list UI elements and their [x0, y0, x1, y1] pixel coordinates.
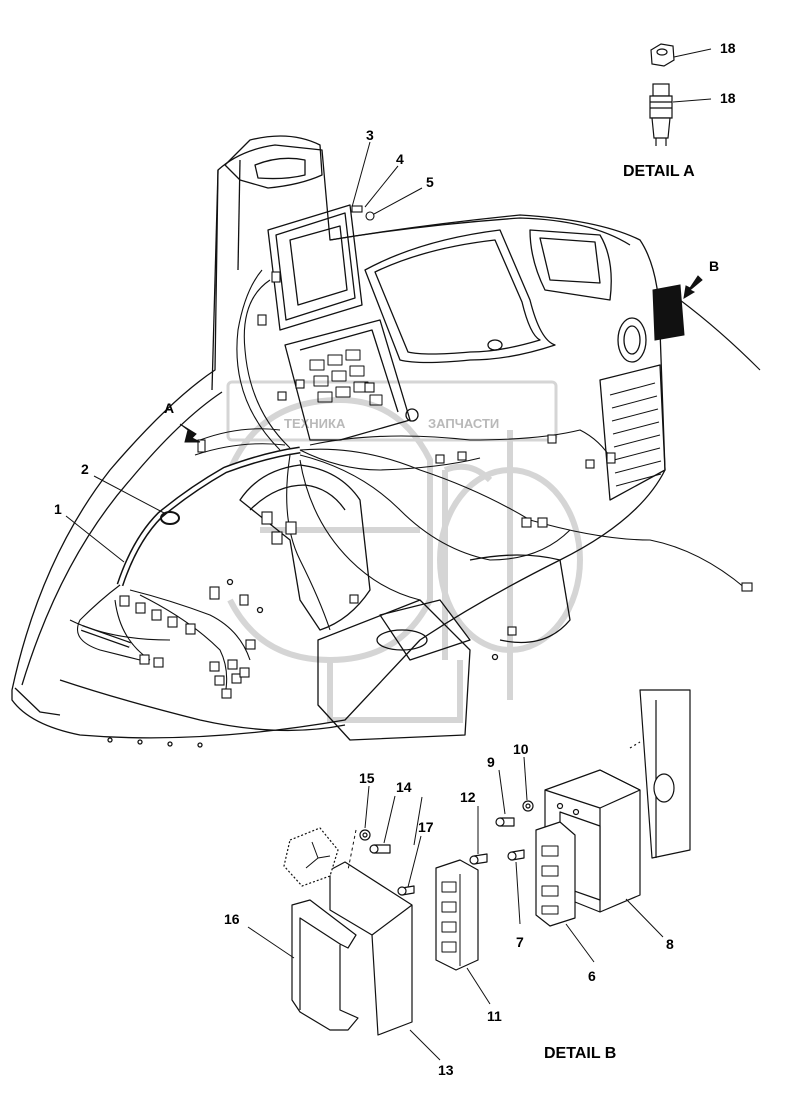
view-arrows [179, 275, 703, 443]
wiring-harness [69, 269, 761, 696]
callout-13: 13 [438, 1062, 454, 1078]
operator-console-drawing [11, 135, 666, 748]
detail-a-label: DETAIL A [623, 163, 695, 180]
watermark-logo [226, 380, 583, 723]
callout-16: 16 [224, 911, 240, 927]
callout-14: 14 [396, 779, 412, 795]
panel-screw [351, 205, 375, 221]
callout-10: 10 [513, 741, 529, 757]
callout-4: 4 [396, 151, 404, 167]
callout-11: 11 [487, 1008, 502, 1024]
callout-17: 17 [418, 819, 434, 835]
callout-15: 15 [359, 770, 375, 786]
callout-8: 8 [666, 936, 674, 952]
view-marker-b: B [709, 258, 719, 274]
callout-1: 1 [54, 501, 62, 517]
callout-12: 12 [460, 789, 476, 805]
view-b-block [652, 284, 685, 341]
callout-6: 6 [588, 968, 596, 984]
callout-18-switch: 18 [720, 90, 736, 106]
detail-b-assembly [283, 689, 691, 1036]
callout-9: 9 [487, 754, 495, 770]
callout-labels: 1 2 3 4 5 6 7 8 9 10 11 12 13 14 15 16 1… [54, 40, 736, 1078]
callout-7: 7 [516, 934, 524, 950]
harness-connectors [119, 271, 753, 699]
watermark-text-right: ЗАПЧАСТИ [428, 416, 499, 431]
callout-2: 2 [81, 461, 89, 477]
detail-b-label: DETAIL B [544, 1045, 616, 1062]
view-marker-a: A [164, 400, 174, 416]
detail-a-switch [649, 43, 675, 146]
callout-3: 3 [366, 127, 374, 143]
callout-5: 5 [426, 174, 434, 190]
callout-18-nut: 18 [720, 40, 736, 56]
watermark-text-left: ТЕХНИКА [284, 416, 346, 431]
leader-lines [65, 48, 712, 1061]
